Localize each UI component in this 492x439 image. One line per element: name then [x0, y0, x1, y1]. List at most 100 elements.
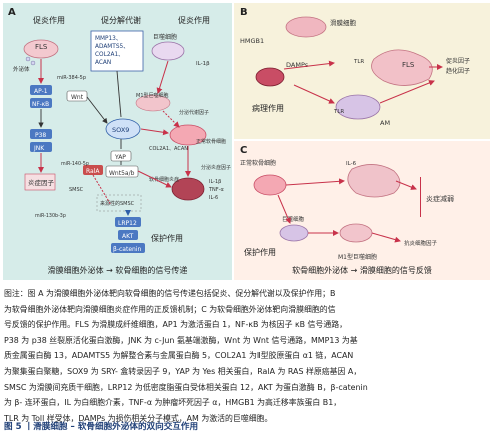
label-wnt: Wnt [71, 94, 84, 101]
label-anti-inflam: 抗炎细胞因子 [404, 239, 438, 247]
label-pro-catabolic: 促分解代谢 [101, 15, 141, 25]
node-wnt [66, 90, 88, 102]
label-jnk: JNK [33, 145, 45, 152]
mmp-line: MMP13、 [95, 36, 122, 42]
label-pro-inflammatory: 促炎作用 [33, 15, 65, 25]
node-rala [83, 165, 103, 175]
panel-letter: C [240, 145, 247, 156]
label-protective: 保护作用 [244, 247, 276, 257]
arrow-macrophage-m1 [156, 60, 169, 94]
am-macrophage-cell [335, 94, 381, 120]
caption-line: 为软骨细胞外泌体靶向滑膜细胞炎症作用的正反馈机制；C 为软骨细胞外泌体靶向滑膜细… [4, 304, 336, 314]
exosome-icon [25, 56, 31, 62]
label-fls: FLS [35, 43, 48, 51]
normal-chondrocyte-cell [169, 124, 207, 146]
label-nfkb: NF-κB [32, 102, 49, 108]
chondrocyte-cell [255, 67, 285, 87]
label-am: AM [380, 119, 390, 127]
dash-rala-smsc [92, 174, 112, 206]
arrow-synovial-reduce [395, 180, 417, 190]
label-il1b: IL-1β [196, 61, 210, 67]
inhibit-mmp-sox9 [116, 70, 122, 118]
mmp-line: ADAMTS5、 [95, 44, 129, 50]
label-chemokine: 趋化因子 [446, 67, 470, 75]
label-m1: M1型巨噬细胞 [338, 253, 377, 261]
m1-macrophage-cell [135, 94, 171, 112]
arrow-wnt-sox9 [86, 96, 108, 124]
label-col2a1-acan: COL2A1、ACAN [149, 146, 188, 152]
arrow-m1-chondrocyte [162, 110, 180, 128]
node-sox9 [105, 118, 141, 140]
panel-c-footer: 软骨细胞外泌体 → 滑膜细胞的信号反馈 [292, 266, 432, 275]
mmp-box-text: MMP13、 ADAMTS5、 COL2A1、 ACAN [95, 36, 131, 66]
label-exosome: 外泌体 [13, 65, 30, 73]
label-pathological: 病理作用 [252, 103, 284, 113]
label-secrete-2: 分泌炎症因子 [201, 164, 231, 171]
inflam-factor-box [24, 173, 56, 191]
label-hmgb1: HMGB1 [240, 37, 264, 45]
label-lrp12: LRP12 [118, 220, 137, 227]
m1-macrophage-cell [339, 223, 373, 243]
arrow-wnt5ab-inflamed [137, 170, 172, 188]
label-ap1: AP-1 [34, 88, 48, 95]
arrow-m1-anti-inflam [371, 232, 401, 243]
label-synovial-cell: 滑膜细胞 [330, 18, 357, 27]
label-reduce-inflam: 炎症减弱 [426, 194, 454, 203]
label-il6: IL-6 [209, 195, 218, 201]
label-inflam-factor: 炎症因子 [28, 178, 55, 187]
smsc-source-box [96, 194, 142, 212]
label-akt: AKT [122, 233, 134, 240]
mmp-box [90, 30, 144, 72]
label-protective: 保护作用 [151, 233, 183, 243]
label-wnt5ab: Wnt5a/b [109, 170, 135, 177]
bracket-line [420, 177, 421, 217]
node-lrp12 [115, 217, 141, 227]
macrophage-cell [279, 224, 309, 242]
macrophage-cell [151, 41, 185, 61]
arrow-damps-am [293, 84, 335, 104]
label-macrophage: 巨噬细胞 [282, 215, 305, 223]
arrow-damps-tlr [283, 60, 335, 70]
label-cartilage-inflam: 软骨细胞炎症 [149, 176, 179, 183]
label-il6: IL-6 [346, 161, 357, 167]
label-secrete-1: 分泌代谢因子 [179, 109, 209, 116]
caption-line: 质金属蛋白酶 13，ADAMTS5 为解整合素与金属蛋白酶 5，COL2A1 为… [4, 351, 354, 361]
fls-cell [23, 39, 59, 59]
panel-b: B 滑膜细胞 HMGB1 DAMPs TLR FLS 促炎因子 趋化因子 病理作… [234, 3, 490, 139]
mmp-line: COL2A1、 [95, 52, 124, 58]
label-m1: M1型巨噬细胞 [136, 92, 169, 99]
label-yap: YAP [114, 154, 126, 161]
figure-caption: 图注：图 A 为滑膜细胞外泌体靶向软骨细胞的信号传递包括促炎、促分解代谢以及保护… [4, 286, 488, 426]
label-mir130b: miR-130b-3p [35, 213, 66, 219]
arrow-chondrocyte-synovial [285, 178, 345, 186]
label-smsc-top: SMSC [69, 187, 84, 193]
label-smsc-other: 来源性的SMSC [100, 200, 135, 207]
label-rala: RalA [86, 168, 100, 175]
panel-a: A 促炎作用 促分解代谢 促炎作用 FLS 外泌体 MMP13、 ADAMTS5… [3, 3, 232, 280]
figure-title: 图 5 丨滑膜细胞 – 软骨细胞外泌体的双向交互作用 [4, 422, 199, 432]
fls-cell [371, 49, 433, 86]
node-ap1 [30, 85, 52, 95]
mmp-line: ACAN [95, 60, 111, 66]
label-mir384: miR-384-5p [57, 75, 86, 81]
label-tlr: TLR [353, 59, 364, 65]
label-macrophage: 巨噬细胞 [153, 33, 177, 41]
caption-line: 图注：图 A 为滑膜细胞外泌体靶向软骨细胞的信号传递包括促炎、促分解代谢以及保护… [4, 289, 336, 298]
panel-letter: A [8, 7, 16, 18]
caption-line: 号反馈的保护作用。FLS 为滑膜成纤维细胞，AP1 为激活蛋白 1，NF-κB … [4, 320, 347, 330]
label-normal-chondrocyte: 正常软骨细胞 [240, 159, 276, 167]
label-sox9: SOX9 [112, 126, 129, 134]
label-bcatenin: β-catenin [113, 246, 141, 253]
arrow-am-factors [379, 80, 435, 104]
panel-c-diagram: C 正常软骨细胞 IL-6 炎症减弱 保护作用 巨噬细胞 M1型巨噬细胞 抗炎细… [240, 145, 454, 261]
caption-line: 为 β- 连环蛋白，IL 为白细胞介素，TNF-α 为肿瘤坏死因子 α，HMGB… [4, 398, 342, 408]
panel-b-diagram: B 滑膜细胞 HMGB1 DAMPs TLR FLS 促炎因子 趋化因子 病理作… [240, 7, 470, 127]
arrow-sox9-chondrocyte [140, 128, 169, 136]
normal-chondrocyte-cell [253, 174, 287, 196]
exosome-icon [30, 60, 36, 66]
label-tnfa: TNF-α [208, 187, 224, 193]
label-fls: FLS [402, 61, 415, 69]
node-bcatenin [111, 243, 145, 253]
node-p38 [30, 129, 52, 139]
label-normal-chondrocyte: 正常软骨细胞 [196, 138, 226, 145]
